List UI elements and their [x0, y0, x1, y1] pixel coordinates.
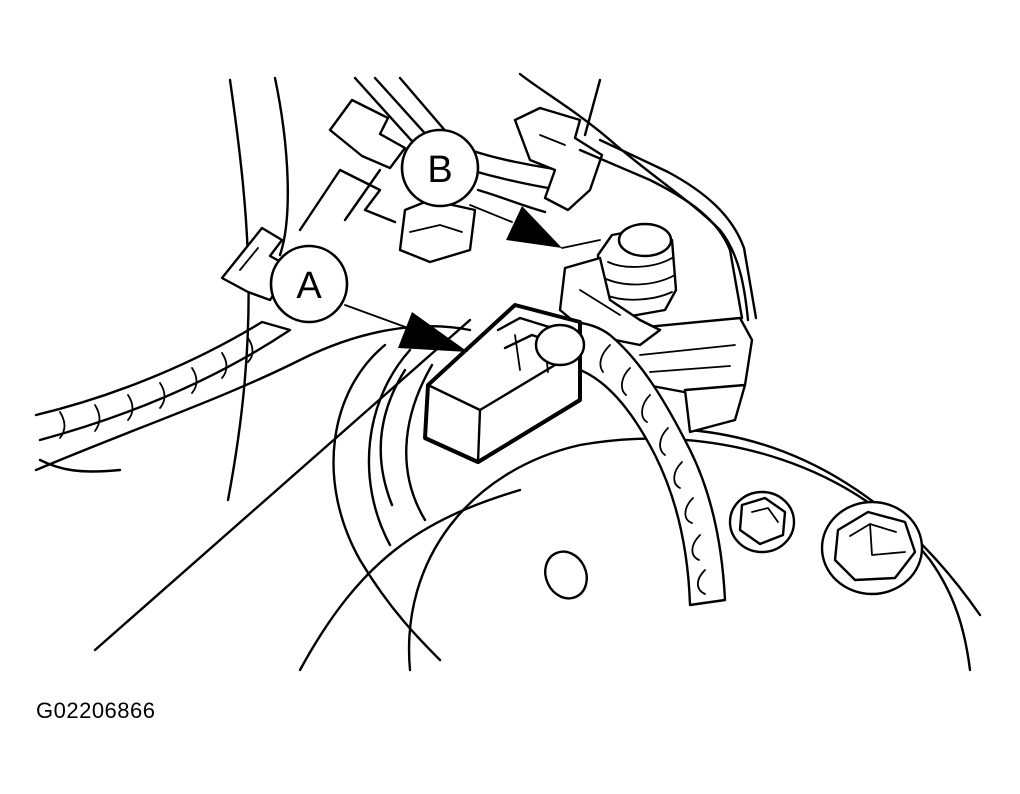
mounting-arcs — [332, 343, 442, 662]
callout-b: B — [400, 128, 480, 208]
callout-b-label: B — [427, 149, 452, 191]
upper-connector — [398, 106, 604, 264]
arrow-a — [344, 304, 468, 352]
callout-a-label: A — [296, 265, 322, 307]
wiring-harness-left — [34, 320, 292, 442]
main-disc — [407, 428, 982, 672]
bolt-small — [728, 490, 796, 554]
arrow-b — [469, 204, 601, 249]
housing-outline — [34, 76, 522, 672]
bolt-large — [820, 500, 924, 596]
electrical-connector — [423, 303, 586, 464]
callout-a: A — [269, 244, 349, 324]
figure-id-label: G02206866 — [36, 698, 156, 723]
